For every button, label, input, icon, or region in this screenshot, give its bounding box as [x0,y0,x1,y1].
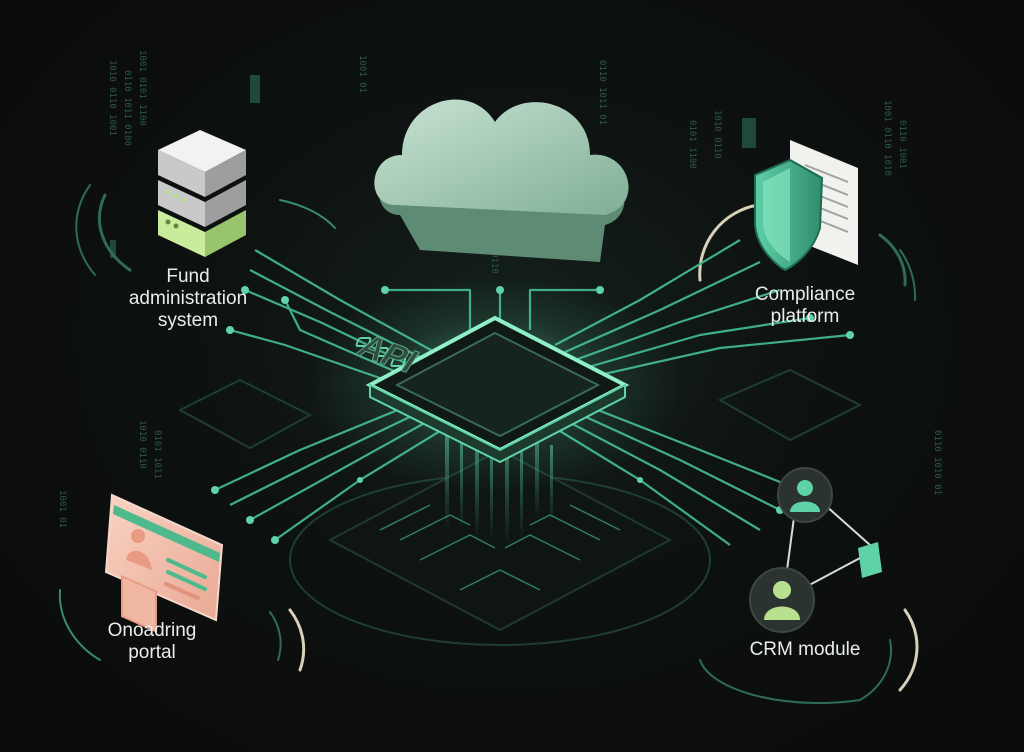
onboarding-label-line1: Onoadring [107,620,197,641]
onboarding-id-card-icon [104,493,224,633]
svg-text:1010 0110 1001: 1010 0110 1001 [107,60,117,136]
svg-text:0110 1011 0100: 0110 1011 0100 [122,70,132,146]
svg-text:0110 1011 01: 0110 1011 01 [597,60,607,125]
fund-administration-label: Fund administration system [108,266,268,332]
svg-text:0101 1100: 0101 1100 [687,120,697,169]
svg-text:0110 1001: 0110 1001 [897,120,907,169]
svg-text:0110 1010 01: 0110 1010 01 [932,430,942,495]
fund-label-line2: administration [128,288,248,309]
decor-bars [110,75,756,258]
crm-label-line1: CRM module [749,639,861,660]
server-stack-icon [158,130,246,257]
fund-label-line1: Fund [166,266,210,287]
compliance-platform-label: Compliance platform [735,284,875,328]
compliance-label-line2: platform [770,306,840,327]
svg-text:1001 0101 1100: 1001 0101 1100 [137,50,147,126]
crm-module-label: CRM module [730,639,880,661]
circuit-board-base [327,448,673,632]
onboarding-portal-label: Onoadring portal [92,620,212,664]
chip-indicator-dots [355,337,407,367]
svg-text:1001 01: 1001 01 [357,55,367,93]
svg-text:0101 1011: 0101 1011 [152,430,162,479]
svg-text:1010 0110: 1010 0110 [137,420,147,469]
compliance-label-line1: Compliance [754,284,856,305]
crm-network-icon [749,467,882,633]
compliance-shield-icon [754,140,858,272]
svg-text:1010 0110: 1010 0110 [712,110,722,159]
svg-text:1001 0110 1010: 1001 0110 1010 [882,100,892,176]
fund-label-line3: system [157,310,219,331]
svg-text:1001 01: 1001 01 [57,490,67,528]
orbit-arcs [58,184,919,705]
onboarding-label-line2: portal [128,642,176,663]
cloud-icon [374,99,629,262]
